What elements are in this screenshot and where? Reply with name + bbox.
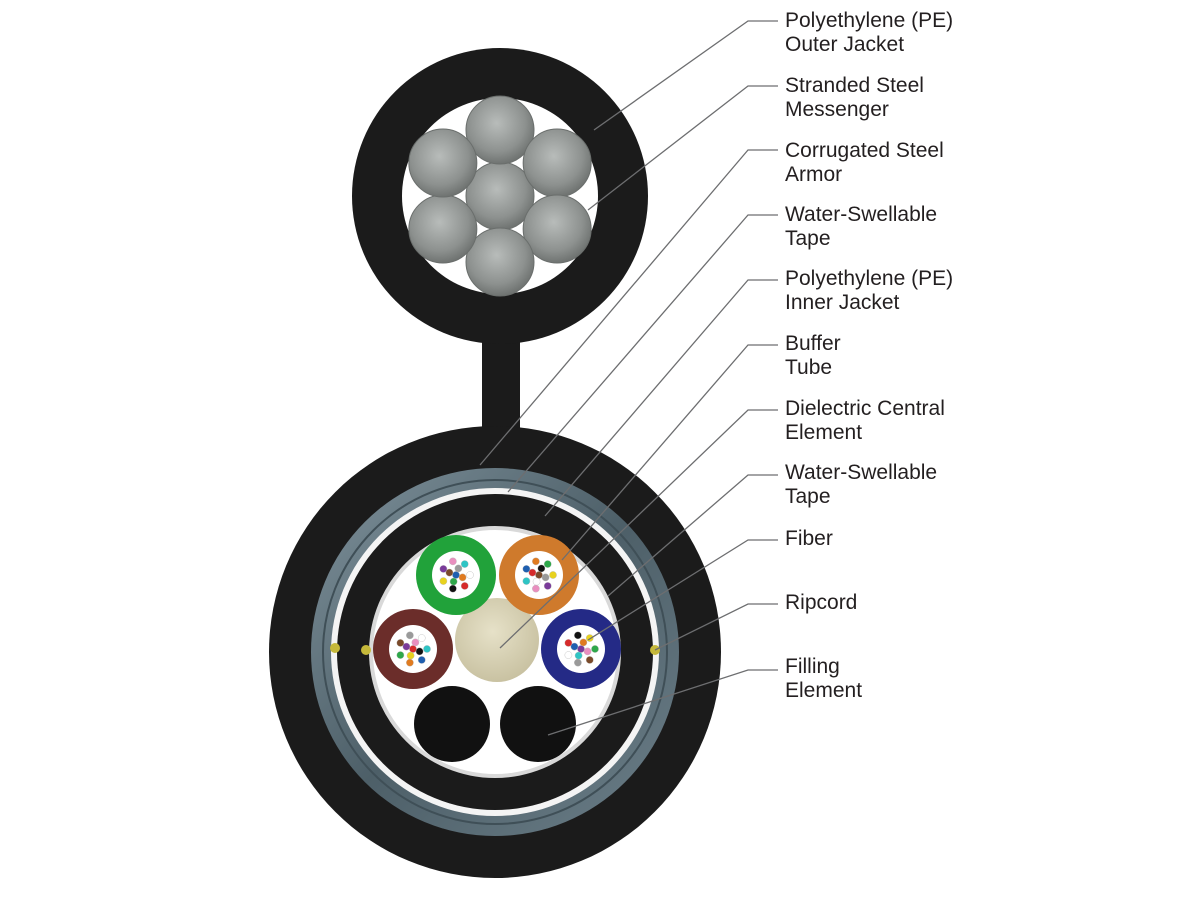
steel-wire	[465, 161, 535, 231]
fiber	[396, 651, 405, 659]
leader-line	[507, 214, 778, 493]
fiber	[537, 564, 546, 573]
leader-line	[544, 279, 778, 517]
fiber	[522, 565, 531, 573]
dielectric-central-element	[455, 598, 539, 682]
fiber	[532, 577, 541, 586]
fiber	[458, 573, 467, 582]
fiber	[549, 571, 557, 579]
leader-line	[499, 409, 778, 649]
leader-line	[587, 539, 778, 641]
buffer-tube-blue	[541, 609, 621, 689]
fiber	[449, 577, 458, 586]
buffer-tube-brown	[373, 609, 453, 689]
fiber	[535, 571, 543, 579]
steel-wire	[408, 128, 478, 198]
steel-wire	[465, 95, 535, 165]
fiber	[449, 557, 457, 566]
fiber	[577, 645, 585, 653]
fiber	[541, 573, 550, 582]
fiber	[460, 560, 469, 568]
ripcord-left	[330, 643, 340, 653]
fiber	[574, 651, 583, 660]
buffer-tubes	[373, 535, 621, 689]
leader-line	[587, 85, 778, 211]
leader-line	[593, 20, 778, 131]
fiber	[439, 577, 448, 585]
fiber	[445, 568, 454, 577]
fiber	[570, 642, 579, 651]
fiber	[452, 571, 460, 579]
leader-line	[607, 474, 778, 597]
leader-line	[479, 149, 778, 466]
label-pe-outer-jacket: Polyethylene (PE)Outer Jacket	[785, 9, 954, 56]
fiber	[543, 560, 552, 568]
label-fiber: Fiber	[785, 527, 833, 550]
filling-element	[414, 686, 490, 762]
fiber	[417, 634, 426, 642]
fiber	[396, 639, 405, 647]
fiber	[532, 557, 540, 566]
leader-line	[561, 344, 778, 561]
fiber	[454, 564, 463, 573]
buffer-tube-green	[416, 535, 496, 615]
fiber	[409, 645, 417, 653]
steel-wire	[522, 128, 592, 198]
fiber	[585, 656, 594, 664]
fiber	[466, 571, 474, 579]
filling-element	[500, 686, 576, 762]
buffer-tube-orange	[499, 535, 579, 615]
fiber	[449, 584, 457, 593]
fiber	[402, 642, 411, 651]
fiber	[591, 645, 599, 653]
fiber	[564, 639, 573, 647]
fiber	[543, 582, 552, 590]
stranded-steel-wires	[408, 95, 592, 297]
steel-wire	[408, 194, 478, 264]
fiber	[411, 638, 420, 647]
messenger-section	[352, 48, 648, 430]
fiber	[406, 631, 414, 640]
fiber	[439, 565, 448, 573]
fiber	[579, 638, 588, 647]
fiber	[415, 647, 424, 656]
fiber	[528, 568, 537, 577]
fiber	[460, 582, 469, 590]
leader-line	[547, 669, 778, 736]
fiber	[406, 658, 414, 667]
fiber	[423, 645, 431, 653]
fiber	[522, 577, 531, 585]
fiber	[583, 647, 592, 656]
fiber	[574, 658, 582, 667]
cable-body	[269, 426, 721, 878]
steel-wire	[522, 194, 592, 264]
fiber	[564, 651, 573, 659]
label-ripcord: Ripcord	[785, 591, 858, 614]
fiber	[417, 656, 426, 664]
leader-lines	[479, 20, 778, 736]
fiber	[574, 631, 582, 640]
ripcord-left-2	[361, 645, 371, 655]
label-pe-inner-jacket: Polyethylene (PE)Inner Jacket	[785, 267, 954, 314]
leader-line	[654, 603, 778, 651]
armor-inner-edge	[322, 479, 668, 825]
fiber	[532, 584, 540, 593]
fiber	[406, 651, 415, 660]
steel-wire	[465, 227, 535, 297]
